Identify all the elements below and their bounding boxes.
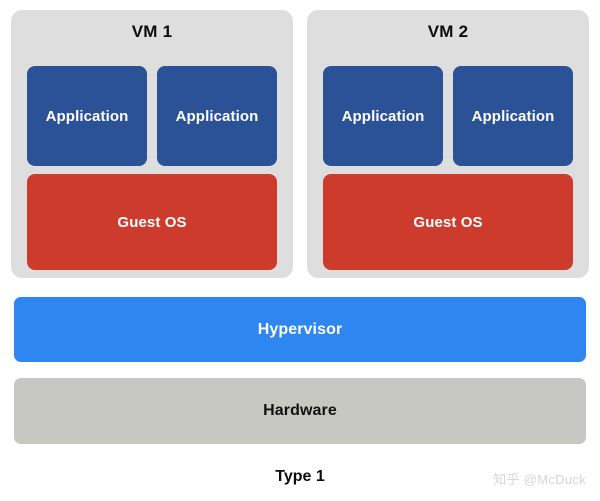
vm-title-2: VM 2 (427, 22, 469, 41)
application-label-1-2: Application (175, 107, 259, 125)
guest-os-label-2: Guest OS (413, 213, 483, 231)
application-box-1-2: Application (157, 66, 277, 166)
application-label-1-1: Application (45, 107, 129, 125)
diagram-caption: Type 1 (275, 468, 325, 485)
application-label-2-2: Application (471, 107, 555, 125)
application-row-1: Application Application (27, 66, 277, 166)
guest-os-label-1: Guest OS (117, 213, 187, 231)
application-box-2-1: Application (323, 66, 443, 166)
vm-title-1: VM 1 (131, 22, 173, 41)
hardware-layer: Hardware (14, 378, 586, 444)
vm-container-1: VM 1 Application Application Guest OS (11, 10, 293, 278)
hardware-label: Hardware (263, 402, 337, 419)
guest-os-box-1: Guest OS (27, 174, 277, 270)
hypervisor-label: Hypervisor (257, 320, 343, 338)
application-box-1-1: Application (27, 66, 147, 166)
watermark: 知乎 @McDuck (493, 472, 586, 487)
application-label-2-1: Application (341, 107, 425, 125)
application-box-2-2: Application (453, 66, 573, 166)
application-row-2: Application Application (323, 66, 573, 166)
hypervisor-layer: Hypervisor (14, 297, 586, 362)
vm-container-2: VM 2 Application Application Guest OS (307, 10, 589, 278)
vm-row: VM 1 Application Application Guest OS VM… (11, 10, 589, 278)
guest-os-box-2: Guest OS (323, 174, 573, 270)
